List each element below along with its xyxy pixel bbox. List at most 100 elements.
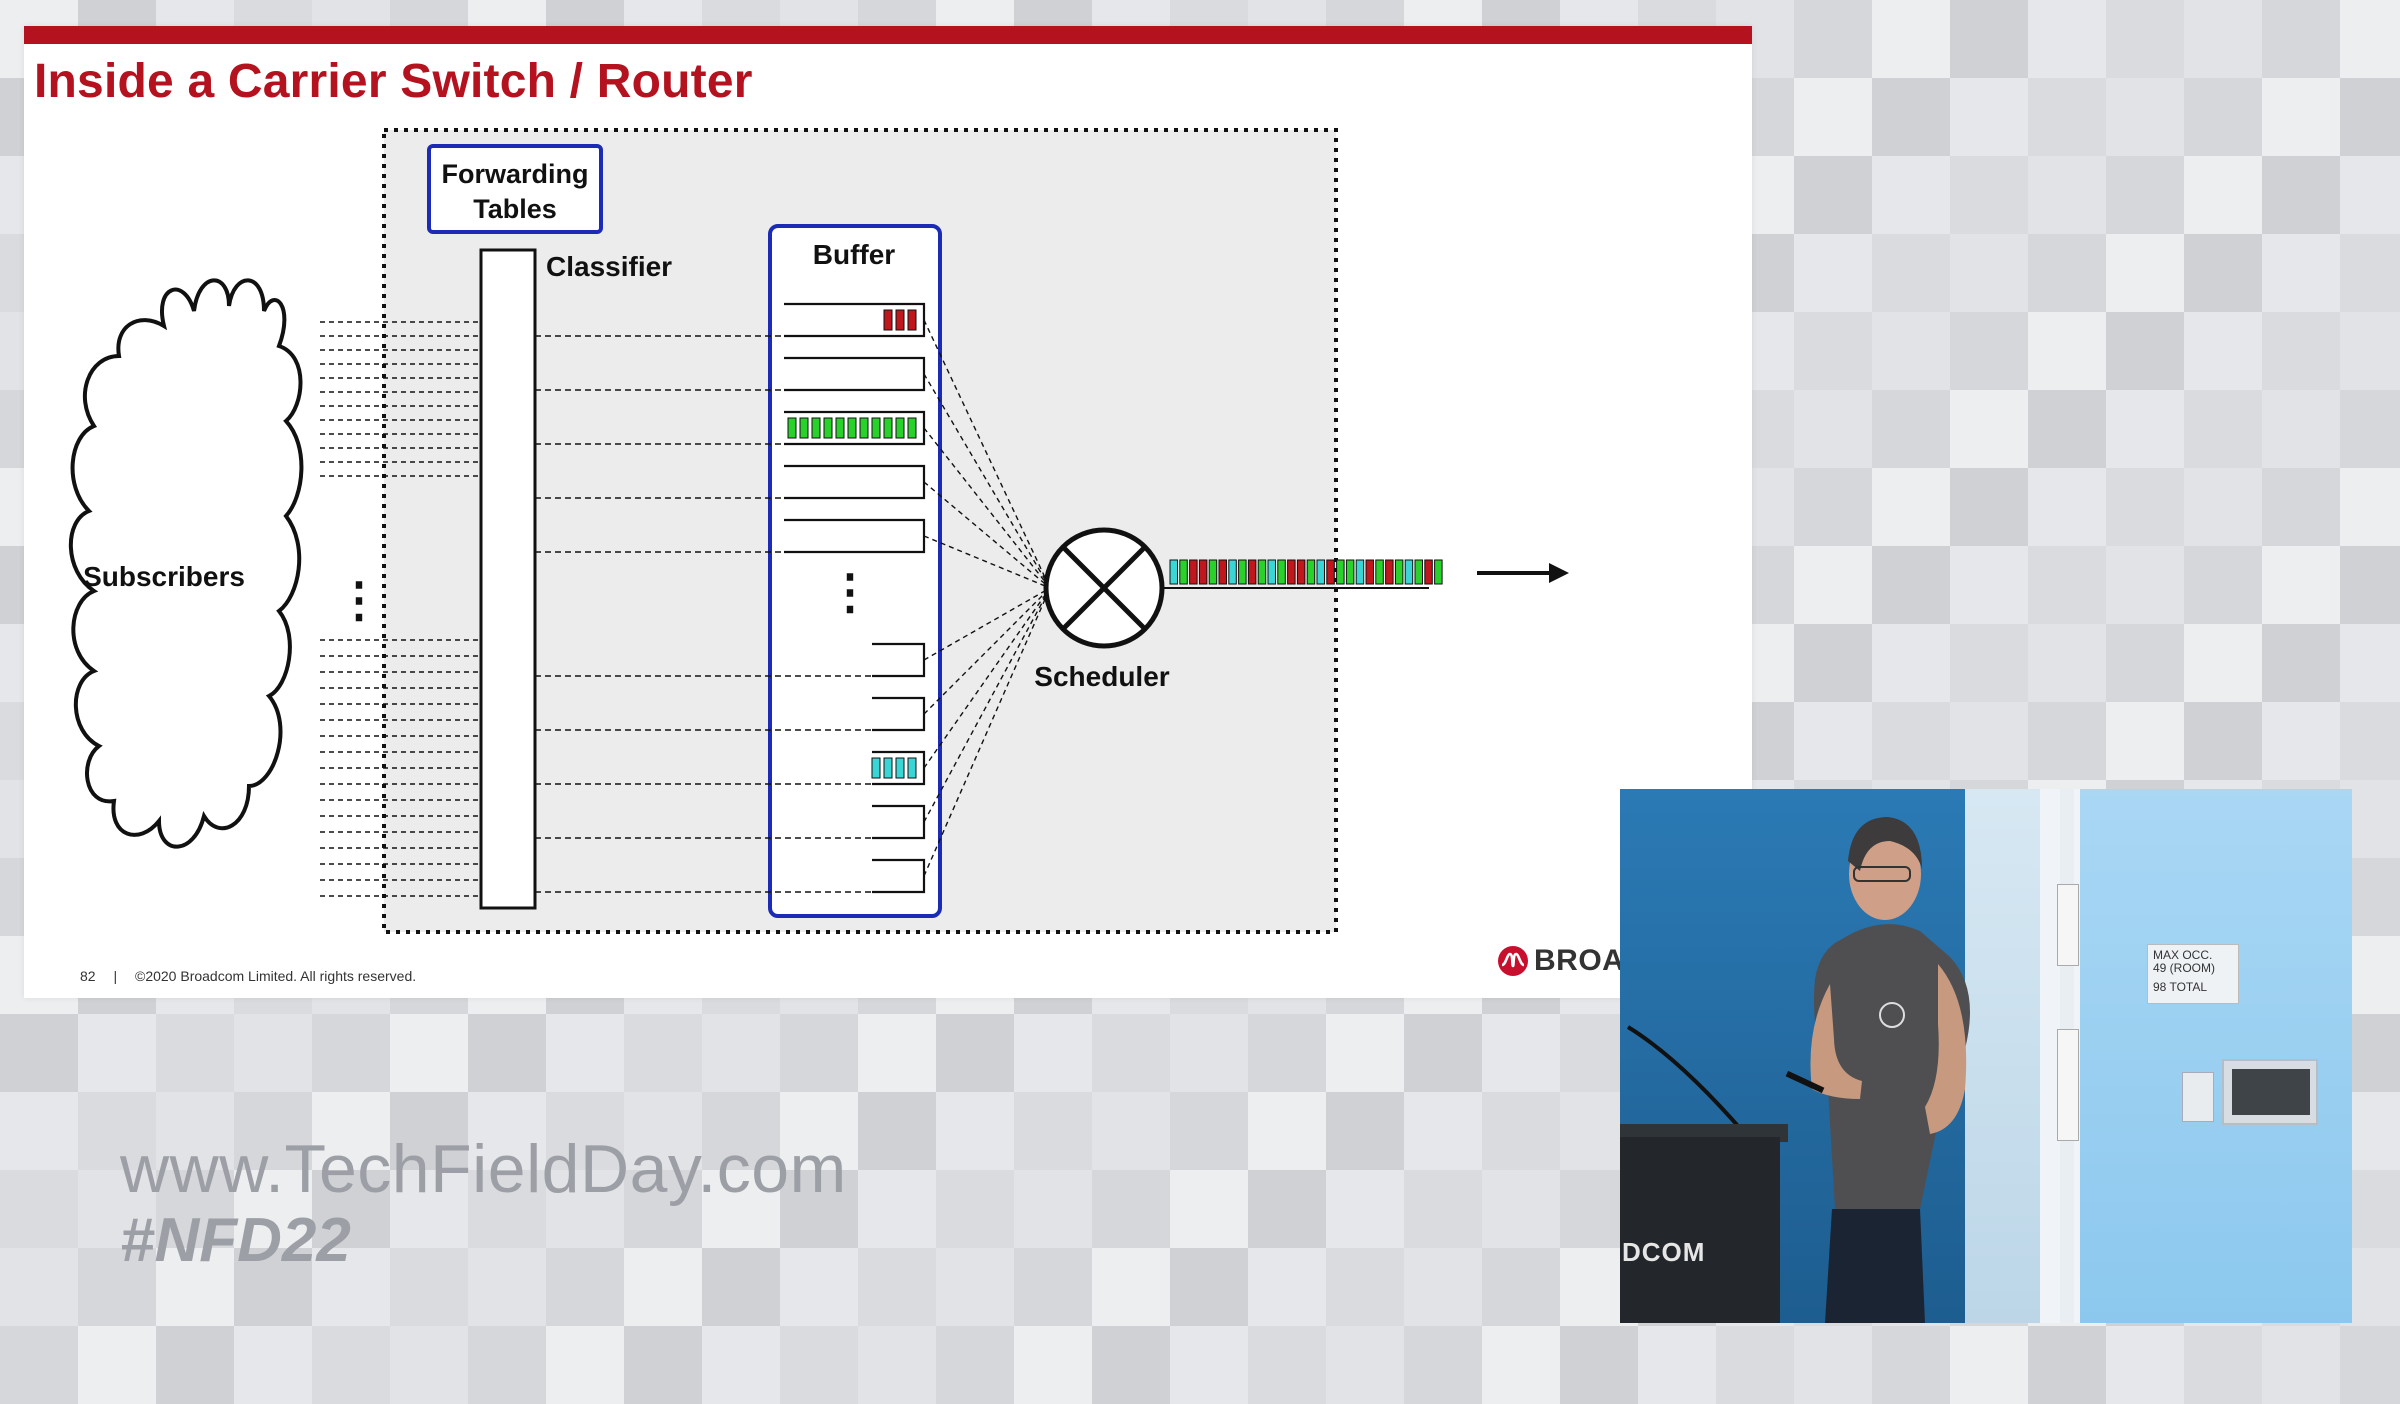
background-tile [780,1248,858,1326]
light-switch [2182,1072,2214,1122]
background-tile [546,1170,624,1248]
background-tile [2340,78,2400,156]
background-tile [0,1248,78,1326]
background-tile [702,1248,780,1326]
background-tile [1950,312,2028,390]
background-tile [2340,234,2400,312]
copyright-text: ©2020 Broadcom Limited. All rights reser… [135,968,417,984]
background-tile [1560,1326,1638,1404]
forwarding-tables-box [427,144,603,234]
background-tile [780,1170,858,1248]
background-tile [1170,1014,1248,1092]
background-tile [312,1170,390,1248]
queued-packet [787,417,797,439]
background-tile [1794,0,1872,78]
background-tile [2340,156,2400,234]
output-packet [1394,559,1404,585]
queued-packet [859,417,869,439]
background-tile [2262,702,2340,780]
background-tile [1794,78,1872,156]
occupancy-sign: MAX OCC. 49 (ROOM) 98 TOTAL [2147,944,2239,1004]
speaker-video: MAX OCC. 49 (ROOM) 98 TOTAL DCOM [1620,789,2352,1323]
background-tile [936,1092,1014,1170]
background-tile [624,1014,702,1092]
forwarding-tables-label-line1: Forwarding [442,159,589,189]
background-tile [2262,312,2340,390]
queue-to-scheduler-line [923,535,1051,589]
background-tile [2028,0,2106,78]
background-tile [1716,1326,1794,1404]
buffer-queues [535,302,926,894]
background-tile [2262,390,2340,468]
background-tile [468,1014,546,1092]
output-packet [1404,559,1414,585]
background-tile [2340,0,2400,78]
background-tile [1482,1014,1560,1092]
background-tile [1950,390,2028,468]
background-tile [1014,1014,1092,1092]
background-tile [1248,1248,1326,1326]
background-tile [1950,156,2028,234]
background-tile [2184,234,2262,312]
background-tile [1872,312,1950,390]
output-packet [1287,559,1296,585]
background-tile [390,1326,468,1404]
output-arrow-head [1549,563,1569,583]
background-tile [546,1014,624,1092]
background-tile [2028,624,2106,702]
background-tile [1794,156,1872,234]
presenter-figure [1785,817,1970,1323]
output-packet [1306,559,1316,585]
page-number: 82 [80,968,96,984]
background-tile [234,1092,312,1170]
output-packet [1218,559,1227,585]
background-tile [2340,468,2400,546]
background-tile [1482,1248,1560,1326]
background-tile [1950,624,2028,702]
output-packet [1296,559,1306,585]
footer-separator: | [113,968,118,984]
background-tile [468,1248,546,1326]
background-tile [624,1092,702,1170]
background-tile [2106,624,2184,702]
output-packet [1365,559,1374,585]
slide-footer: 82 | ©2020 Broadcom Limited. All rights … [80,968,416,984]
queued-packet [799,417,809,439]
presentation-slide: Inside a Carrier Switch / Router Subscri… [24,26,1752,998]
output-packet [1414,559,1423,585]
background-tile [1014,1170,1092,1248]
background-tile [2184,624,2262,702]
background-tile [390,1014,468,1092]
background-tile [78,1014,156,1092]
background-tile [1404,1014,1482,1092]
output-packet [1424,559,1433,585]
background-tile [936,1014,1014,1092]
output-packet [1385,559,1394,585]
scheduler-label: Scheduler [1034,661,1169,692]
background-tile [858,1326,936,1404]
background-tile [2184,390,2262,468]
broadcom-logo: BROA [1498,944,1624,978]
background-tile [1014,1248,1092,1326]
background-tile [1794,702,1872,780]
video-wall-right [2080,789,2352,1323]
background-tile [234,1326,312,1404]
background-tile [2184,702,2262,780]
background-tile [2340,312,2400,390]
background-tile [936,1326,1014,1404]
background-tile [2028,468,2106,546]
background-tile [312,1326,390,1404]
video-wall-poster [2057,1029,2079,1141]
output-packet [1189,559,1198,585]
background-tile [1794,624,1872,702]
background-tile [78,1092,156,1170]
queue-to-scheduler-line [923,587,1051,769]
background-tile [78,1170,156,1248]
background-tile [1872,1326,1950,1404]
background-tile [624,1170,702,1248]
background-tile [468,1092,546,1170]
background-tile [1404,1248,1482,1326]
background-tile [2028,702,2106,780]
background-tile [546,1326,624,1404]
broadcom-logo-text: BROA [1534,944,1625,977]
